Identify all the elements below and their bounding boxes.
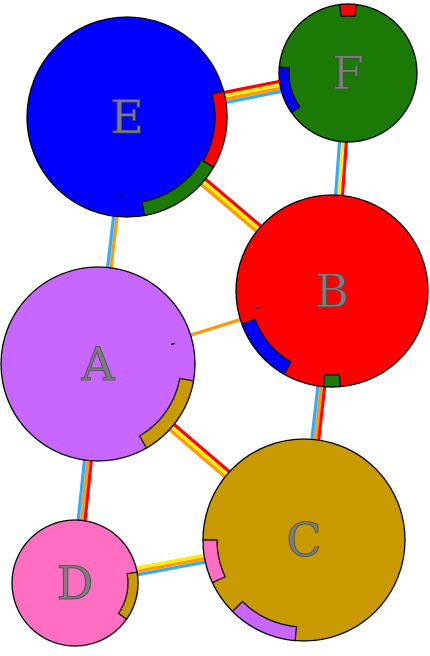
node-marker-b (322, 374, 342, 388)
node-tick (255, 307, 260, 310)
edge-strand (193, 168, 273, 237)
node-label-a: A (80, 337, 115, 391)
edge-strand (162, 414, 242, 483)
edge-strand (123, 557, 220, 579)
edge-strand (122, 551, 219, 573)
node-label-b: B (315, 264, 349, 318)
edge-strand (81, 446, 95, 535)
edge-a-d (75, 446, 95, 535)
edge-strand (78, 446, 91, 535)
edge-a-c (157, 414, 242, 488)
node-a (0, 266, 196, 462)
node-marker-a (138, 377, 195, 449)
node-marker-f (278, 66, 301, 114)
node-marker-e (202, 90, 228, 168)
edge-strand (191, 171, 271, 240)
node-label-e: E (110, 90, 144, 144)
node-label-d: D (57, 556, 94, 610)
node-label-c: C (286, 513, 321, 567)
node-marker-c (202, 539, 226, 584)
edge-d-c (122, 551, 220, 579)
labels-layer: E F B A C D (56, 46, 364, 611)
edge-strand (189, 174, 269, 242)
node-label-f: F (332, 46, 364, 100)
node-tick (170, 342, 176, 346)
edge-strand (75, 446, 88, 535)
edge-strand (122, 554, 219, 576)
node-marker-d (117, 571, 139, 620)
edge-e-b (189, 168, 273, 242)
node-marker-f (338, 3, 358, 18)
nodes-layer (0, 3, 429, 647)
edge-strand (157, 419, 237, 488)
edge-strand (160, 416, 239, 485)
node-marker-c (231, 600, 298, 642)
node-marker-b (241, 318, 292, 375)
markers-layer (117, 3, 358, 642)
